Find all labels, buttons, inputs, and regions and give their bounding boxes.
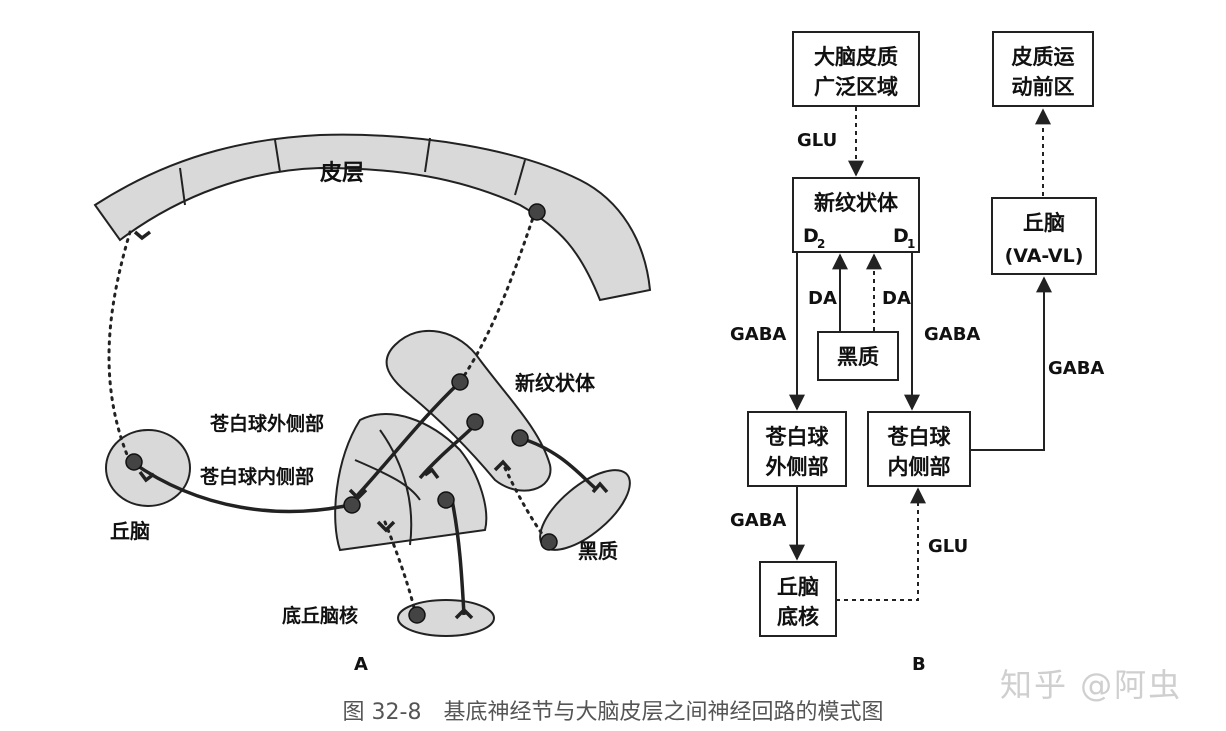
gpe-box: 苍白球 外侧部 [747, 411, 847, 487]
svg-text:底核: 底核 [777, 605, 819, 629]
svg-text:广泛区域: 广泛区域 [814, 75, 898, 99]
svg-text:丘脑: 丘脑 [1023, 211, 1065, 235]
svg-text:苍白球: 苍白球 [887, 425, 952, 449]
thalamus-shape [105, 429, 191, 507]
gpi-label: 苍白球内侧部 [199, 465, 314, 488]
svg-text:苍白球: 苍白球 [765, 425, 830, 449]
svg-text:GABA: GABA [730, 510, 786, 531]
striatum-shape [385, 329, 552, 492]
svg-text:内侧部: 内侧部 [888, 455, 951, 479]
svg-text:D: D [893, 225, 909, 247]
svg-text:DA: DA [882, 288, 911, 309]
svg-text:GABA: GABA [1048, 358, 1104, 379]
svg-text:新纹状体: 新纹状体 [814, 191, 899, 215]
svg-text:DA: DA [808, 288, 837, 309]
thalamus-label: 丘脑 [110, 519, 150, 543]
svg-text:GABA: GABA [730, 324, 786, 345]
watermark: 知乎 @阿虫 [1000, 666, 1183, 704]
svg-text:1: 1 [907, 237, 915, 251]
stn-box: 丘脑 底核 [759, 561, 837, 637]
premotor-box: 皮质运 动前区 [992, 31, 1094, 107]
snr-box: 黑质 [817, 331, 899, 381]
cortex-band [93, 133, 652, 302]
panel-a: 皮层 新纹状体 苍白球外侧部 苍白球内侧部 丘脑 黑质 底丘脑核 [93, 133, 652, 675]
gpe-label: 苍白球外侧部 [209, 412, 324, 435]
svg-text:丘脑: 丘脑 [777, 575, 819, 599]
panel-b-label: B [912, 654, 926, 675]
cortex-wide-box: 大脑皮质 广泛区域 [792, 31, 920, 107]
striatum-box: 新纹状体 D 2 D 1 [792, 177, 920, 253]
snr-label: 黑质 [578, 539, 618, 563]
figure-caption: 图 32-8 基底神经节与大脑皮层之间神经回路的模式图 [342, 700, 884, 725]
panel-b: 大脑皮质 广泛区域 皮质运 动前区 新纹状体 D 2 D 1 丘脑 (VA-VL… [730, 31, 1104, 675]
svg-text:动前区: 动前区 [1012, 75, 1075, 99]
striatum-label: 新纹状体 [515, 371, 596, 395]
svg-text:GABA: GABA [924, 324, 980, 345]
thalamus-box: 丘脑 (VA-VL) [991, 197, 1097, 275]
gpi-box: 苍白球 内侧部 [867, 411, 971, 487]
panel-a-label: A [354, 654, 368, 675]
svg-text:大脑皮质: 大脑皮质 [814, 45, 898, 69]
svg-text:皮质运: 皮质运 [1012, 45, 1075, 69]
svg-text:D: D [803, 225, 819, 247]
svg-text:黑质: 黑质 [837, 345, 879, 369]
svg-text:GLU: GLU [928, 536, 968, 557]
svg-text:(VA-VL): (VA-VL) [1005, 245, 1084, 267]
svg-text:GLU: GLU [797, 130, 837, 151]
svg-text:外侧部: 外侧部 [766, 455, 829, 479]
svg-text:2: 2 [817, 237, 825, 251]
cortex-label: 皮层 [320, 160, 364, 186]
stn-label: 底丘脑核 [282, 604, 358, 627]
